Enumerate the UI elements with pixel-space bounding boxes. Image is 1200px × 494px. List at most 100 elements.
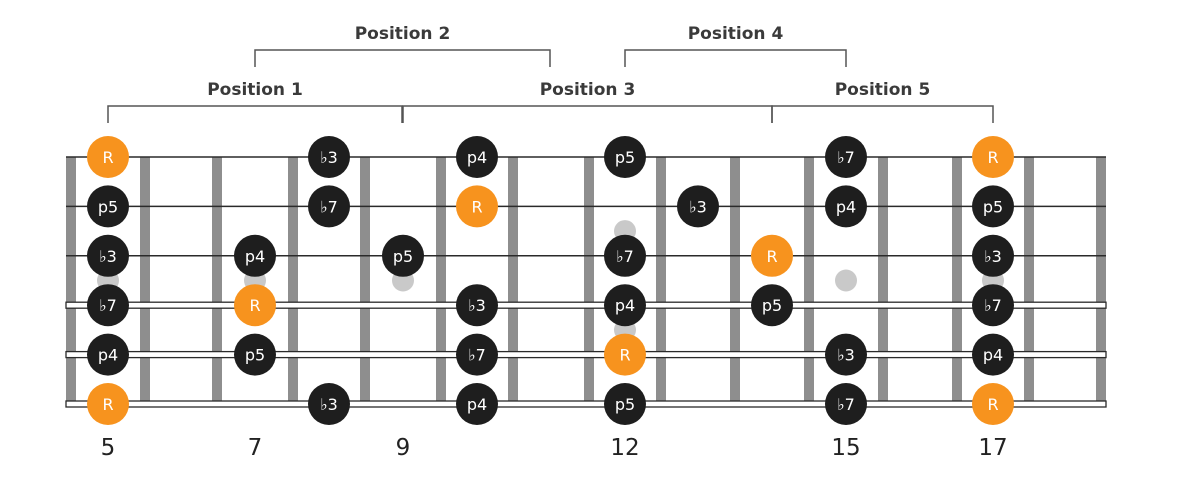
scale-note: ♭7 <box>825 136 867 178</box>
scale-note: p4 <box>456 383 498 425</box>
scale-note: p5 <box>604 383 646 425</box>
note-label: ♭3 <box>320 395 338 414</box>
fret-bar <box>878 157 888 404</box>
note-label: ♭7 <box>837 148 855 167</box>
scale-note: p5 <box>87 185 129 228</box>
strings <box>65 156 1107 408</box>
note-label: p4 <box>467 395 487 414</box>
note-circle <box>87 136 129 178</box>
scale-note: ♭3 <box>456 284 498 327</box>
fret-number: 17 <box>978 435 1007 461</box>
string-line <box>65 350 1107 359</box>
string-line <box>65 301 1107 309</box>
note-circle <box>972 284 1014 327</box>
scale-note: p5 <box>382 234 424 277</box>
note-circle <box>825 333 867 376</box>
fret-bar <box>508 157 518 404</box>
root-note: R <box>972 136 1014 178</box>
scale-note: p4 <box>604 284 646 327</box>
scale-note: ♭3 <box>87 234 129 277</box>
note-label: p4 <box>836 197 856 216</box>
note-label: ♭3 <box>99 247 117 266</box>
fret-bar <box>656 157 666 404</box>
position-bracket <box>107 105 403 123</box>
note-label: R <box>619 346 630 365</box>
scale-note: ♭3 <box>308 136 350 178</box>
note-label: R <box>471 197 482 216</box>
fret-bar <box>288 157 298 404</box>
fret-inlays <box>97 220 1004 341</box>
scale-note: ♭7 <box>308 185 350 228</box>
root-note: R <box>87 383 129 425</box>
scale-note: ♭7 <box>825 383 867 425</box>
scale-note: ♭3 <box>825 333 867 376</box>
scale-note: p5 <box>234 333 276 376</box>
note-label: p5 <box>983 197 1003 216</box>
scale-note: ♭7 <box>972 284 1014 327</box>
position-bracket <box>402 105 773 123</box>
note-circle <box>234 234 276 277</box>
scale-note: p4 <box>825 185 867 228</box>
note-label: p5 <box>245 346 265 365</box>
root-note: R <box>87 136 129 178</box>
position-label: Position 1 <box>207 80 303 100</box>
fret-bar <box>730 157 740 404</box>
fret-bar <box>952 157 962 404</box>
fret-number: 7 <box>248 435 263 461</box>
note-label: R <box>102 148 113 167</box>
note-circle <box>87 383 129 425</box>
position-bracket <box>624 49 847 67</box>
fret-bar <box>66 157 76 404</box>
note-label: R <box>987 395 998 414</box>
scale-note: ♭3 <box>972 234 1014 277</box>
note-circle <box>87 185 129 228</box>
position-bracket <box>771 105 994 123</box>
note-label: ♭7 <box>837 395 855 414</box>
frets <box>66 157 1106 404</box>
note-label: ♭3 <box>468 296 486 315</box>
note-circle <box>825 136 867 178</box>
note-label: p4 <box>245 247 265 266</box>
note-label: p4 <box>615 296 635 315</box>
fret-bar <box>1096 157 1106 404</box>
fret-bar <box>584 157 594 404</box>
note-circle <box>972 234 1014 277</box>
fret-bar <box>140 157 150 404</box>
note-label: ♭3 <box>689 197 707 216</box>
note-circle <box>972 136 1014 178</box>
note-circle <box>751 234 793 277</box>
scale-note: ♭7 <box>456 333 498 376</box>
note-circle <box>972 333 1014 376</box>
note-circle <box>234 333 276 376</box>
note-label: ♭7 <box>616 247 634 266</box>
fret-number: 12 <box>610 435 639 461</box>
note-label: R <box>987 148 998 167</box>
scale-note: p4 <box>87 333 129 376</box>
note-circle <box>825 185 867 228</box>
fret-bar <box>212 157 222 404</box>
position-label: Position 5 <box>835 80 931 100</box>
fret-number: 5 <box>101 435 116 461</box>
note-label: p4 <box>983 346 1003 365</box>
note-circle <box>604 333 646 376</box>
note-circle <box>604 234 646 277</box>
root-note: R <box>604 333 646 376</box>
note-label: ♭3 <box>984 247 1002 266</box>
note-label: p5 <box>98 197 118 216</box>
note-label: ♭3 <box>837 346 855 365</box>
scale-note: p4 <box>234 234 276 277</box>
string-line <box>65 400 1107 408</box>
position-label: Position 2 <box>355 24 451 44</box>
note-circle <box>308 136 350 178</box>
scale-note: ♭3 <box>677 185 719 228</box>
note-label: R <box>766 247 777 266</box>
fret-bar <box>804 157 814 404</box>
note-circle <box>751 284 793 327</box>
position-label: Position 4 <box>688 24 784 44</box>
note-circle <box>456 333 498 376</box>
root-note: R <box>456 185 498 228</box>
fret-bar <box>360 157 370 404</box>
note-label: ♭7 <box>984 296 1002 315</box>
